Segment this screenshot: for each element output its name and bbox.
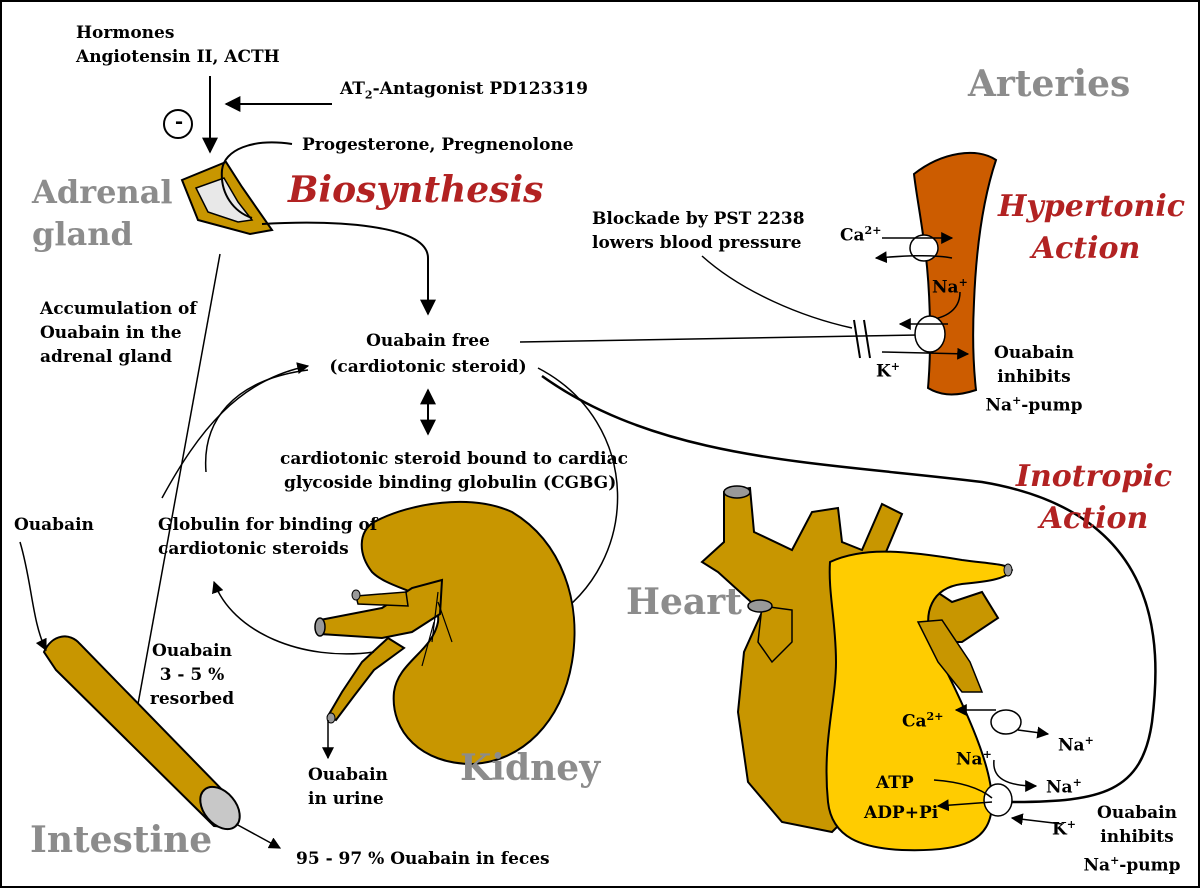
heart-na-out-label: Na+ <box>1058 734 1094 756</box>
hormones-list-label: Angiotensin II, ACTH <box>76 47 280 67</box>
cgbg-bound-label-1: cardiotonic steroid bound to cardiac <box>280 449 628 469</box>
artery-na-pump <box>914 315 946 353</box>
heart-ca-label: Ca2+ <box>902 710 944 732</box>
globulin-label-1: Globulin for binding of <box>158 515 378 535</box>
ouabain-free-label: Ouabain free <box>366 331 490 351</box>
globulin-to-free-curve <box>204 369 309 473</box>
urine-label-1: Ouabain <box>308 765 388 785</box>
adrenal-gland-label-1: Adrenal <box>32 173 173 211</box>
kidney-shape <box>314 500 576 766</box>
heart-k-arrow <box>1010 813 1063 826</box>
cardiotonic-steroid-label: (cardiotonic steroid) <box>329 357 527 377</box>
artery-inhibits-label-1: Ouabain <box>994 343 1074 363</box>
kidney-to-globulin-arrow <box>212 580 375 655</box>
resorbed-label-3: resorbed <box>149 689 235 709</box>
artery-inhibits-label-3: Na+-pump <box>985 394 1083 416</box>
heart-k-label: K+ <box>1052 818 1076 840</box>
heart-inhibits-label-1: Ouabain <box>1097 803 1177 823</box>
blockade-label-2: lowers blood pressure <box>592 233 802 253</box>
atp-curve <box>933 779 993 799</box>
resorbed-label-1: Ouabain <box>152 641 232 661</box>
kidney-label: Kidney <box>460 747 601 789</box>
artery-ca-exchanger <box>909 234 939 262</box>
progesterone-label: Progesterone, Pregnenolone <box>302 135 574 155</box>
adrenal-gland-label-2: gland <box>32 215 133 253</box>
resorbed-label-2: 3 - 5 % <box>159 665 225 685</box>
atp-label: ATP <box>876 773 914 793</box>
adrenal-to-ouabain-arrow <box>261 221 436 316</box>
artery-k-label: K+ <box>876 360 900 382</box>
intestine-label: Intestine <box>30 819 213 861</box>
inhibition-minus-circle <box>163 109 193 139</box>
intestine-shape <box>42 635 241 831</box>
arteries-label: Arteries <box>968 63 1131 105</box>
accumulation-label-3: adrenal gland <box>40 347 173 367</box>
at2-antagonist-label: AT2-Antagonist PD123319 <box>340 79 588 102</box>
inotropic-label-2: Action <box>1039 501 1149 536</box>
biosynthesis-label: Biosynthesis <box>288 169 544 211</box>
inotropic-label-1: Inotropic <box>1015 459 1173 494</box>
heart-label: Heart <box>626 581 742 623</box>
blockade-bar-2 <box>863 319 871 359</box>
heart-na-pump <box>983 783 1013 817</box>
ouabain-intake-label: Ouabain <box>14 515 94 535</box>
resorption-line <box>137 253 221 705</box>
artery-ca-out-arrow <box>874 251 953 264</box>
artery-na-label: Na+ <box>932 276 968 298</box>
cgbg-bound-label-2: glycoside binding globulin (CGBG) <box>284 473 617 493</box>
free-to-artery-line <box>519 334 919 343</box>
hypertonic-label-2: Action <box>1031 231 1141 266</box>
heart-na-pump-label: Na+ <box>1046 776 1082 798</box>
feces-arrow <box>235 823 282 849</box>
heart-ca-exchanger <box>990 709 1022 735</box>
ouabain-ingestion-arrow <box>19 541 47 652</box>
heart-inhibits-label-3: Na+-pump <box>1083 854 1181 876</box>
globulin-label-2: cardiotonic steroids <box>158 539 349 559</box>
blockade-label-1: Blockade by PST 2238 <box>592 209 805 229</box>
hormones-label: Hormones <box>76 23 175 43</box>
heart-inhibits-label-2: inhibits <box>1100 827 1174 847</box>
artery-ca-label: Ca2+ <box>840 224 882 246</box>
accumulation-label-1: Accumulation of <box>40 299 197 319</box>
free-to-kidney-arrow <box>537 367 619 621</box>
accumulation-label-2: Ouabain in the <box>40 323 182 343</box>
free-to-heart-curve <box>541 374 1157 804</box>
adp-arrow <box>936 799 993 812</box>
feces-label: 95 - 97 % Ouabain in feces <box>296 849 550 869</box>
heart-na-in-arrow <box>1017 726 1050 739</box>
hypertonic-label-1: Hypertonic <box>998 189 1185 224</box>
heart-na-out-arrow <box>993 759 1038 792</box>
artery-na-out-arrow <box>881 347 970 360</box>
blockade-curve <box>701 255 853 329</box>
heart-shape <box>700 485 1014 852</box>
progesterone-curve <box>220 141 293 219</box>
blockade-bar-1 <box>853 319 861 359</box>
heart-na-in-label: Na+ <box>956 748 992 770</box>
urine-label-2: in urine <box>308 789 384 809</box>
adp-label: ADP+Pi <box>864 803 939 823</box>
artery-inhibits-label-2: inhibits <box>997 367 1071 387</box>
minus-sign: - <box>174 109 184 133</box>
